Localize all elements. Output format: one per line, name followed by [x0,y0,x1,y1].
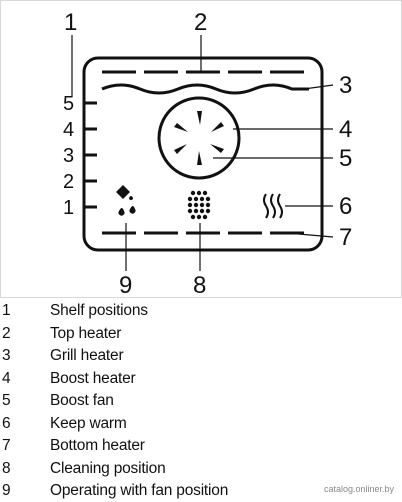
callout-2: 2 [194,9,207,36]
callout-6: 6 [339,193,352,220]
legend-label: Bottom heater [50,437,145,454]
legend-number: 8 [2,459,11,477]
legend-number: 1 [2,302,11,319]
shelf-number-4: 4 [63,119,74,141]
legend-row: 6 Keep warm [0,413,402,435]
legend-label: Operating with fan position [50,482,229,499]
shelf-number-5: 5 [63,93,74,115]
boost-fan-icon [157,96,241,180]
cleaning-icon [187,190,211,220]
fan-operating-icon [116,185,136,216]
legend-row: 4 Boost heater [0,368,402,390]
legend-number: 4 [2,369,11,387]
leader-lines [71,35,334,271]
legend-number: 7 [2,437,11,454]
legend-number: 9 [2,482,11,499]
callout-5: 5 [339,145,352,172]
shelf-number-2: 2 [63,171,74,193]
legend-row: 1 Shelf positions [0,300,402,322]
callout-8: 8 [193,272,206,299]
legend-label: Top heater [50,324,122,342]
legend-label: Boost heater [50,369,136,387]
legend-label: Shelf positions [50,302,148,319]
legend-row: 9 Operating with fan position [0,480,402,502]
legend-number: 5 [2,392,11,409]
legend-number: 3 [2,347,11,364]
callout-9: 9 [119,272,132,299]
callout-4: 4 [339,116,352,143]
grill-heater-line [101,83,309,95]
legend-label: Cleaning position [50,459,166,477]
legend-row: 8 Cleaning position [0,458,402,480]
keep-warm-icon [263,193,283,219]
legend-row: 7 Bottom heater [0,435,402,457]
callout-3: 3 [339,72,352,99]
oven-diagram: 5 4 3 2 1 [63,9,352,299]
callout-7: 7 [339,224,352,251]
legend-label: Grill heater [50,347,124,364]
oven-diagram-frame: 5 4 3 2 1 [0,0,402,299]
legend-row: 3 Grill heater [0,345,402,367]
legend-row: 5 Boost fan [0,390,402,412]
legend-row: 2 Top heater [0,323,402,345]
legend-label: Keep warm [50,414,127,432]
legend-label: Boost fan [50,392,114,409]
legend-number: 6 [2,414,11,432]
callout-1: 1 [64,9,77,36]
shelf-number-3: 3 [63,145,74,167]
oven-cavity-outline [82,56,324,252]
legend-number: 2 [2,324,11,342]
watermark: catalog.onliner.by [323,484,394,494]
shelf-number-1: 1 [63,197,74,219]
shelf-ticks [85,101,97,209]
